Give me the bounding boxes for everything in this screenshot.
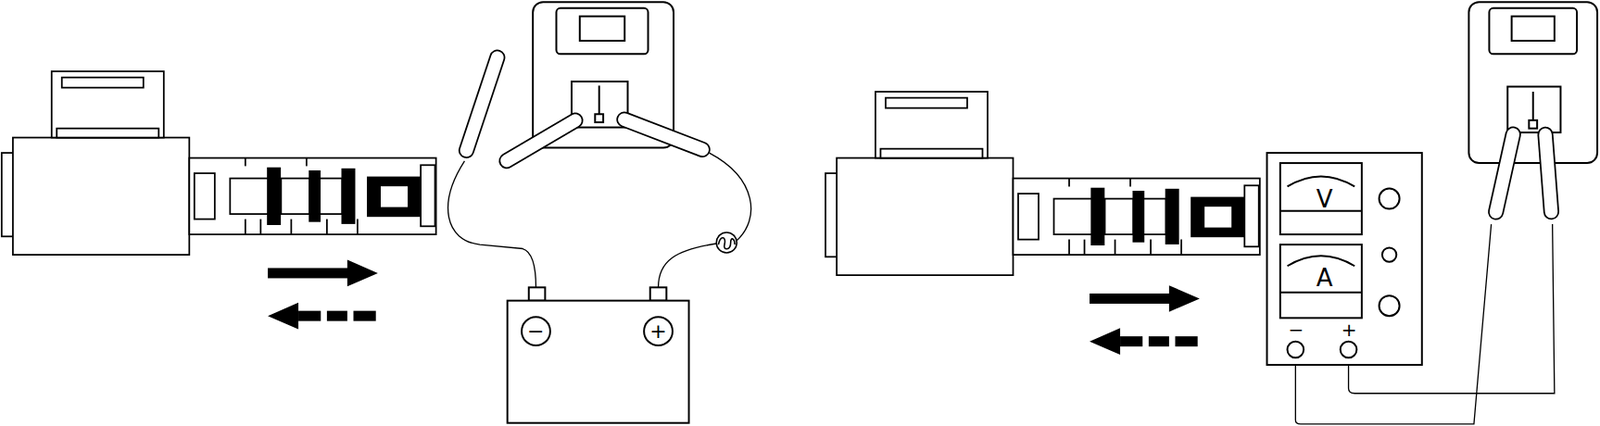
battery-terminal-sign: − (527, 321, 544, 342)
stroke-arrows (267, 260, 378, 330)
wires (448, 152, 1555, 425)
test-probes (457, 48, 1560, 221)
meter-label: V (1316, 187, 1334, 212)
jack-polarity-sign: − (1287, 320, 1304, 340)
battery-terminal-sign: + (649, 321, 667, 342)
connector (1468, 1, 1598, 164)
meter-label: A (1316, 265, 1334, 290)
battery (507, 287, 690, 423)
jack-polarity-sign: + (1341, 320, 1358, 340)
solenoid-valve (825, 91, 1260, 276)
solenoid-valve (1, 71, 437, 255)
stroke-arrows (1089, 285, 1200, 355)
bulb (716, 232, 737, 253)
multimeter (1267, 152, 1423, 366)
